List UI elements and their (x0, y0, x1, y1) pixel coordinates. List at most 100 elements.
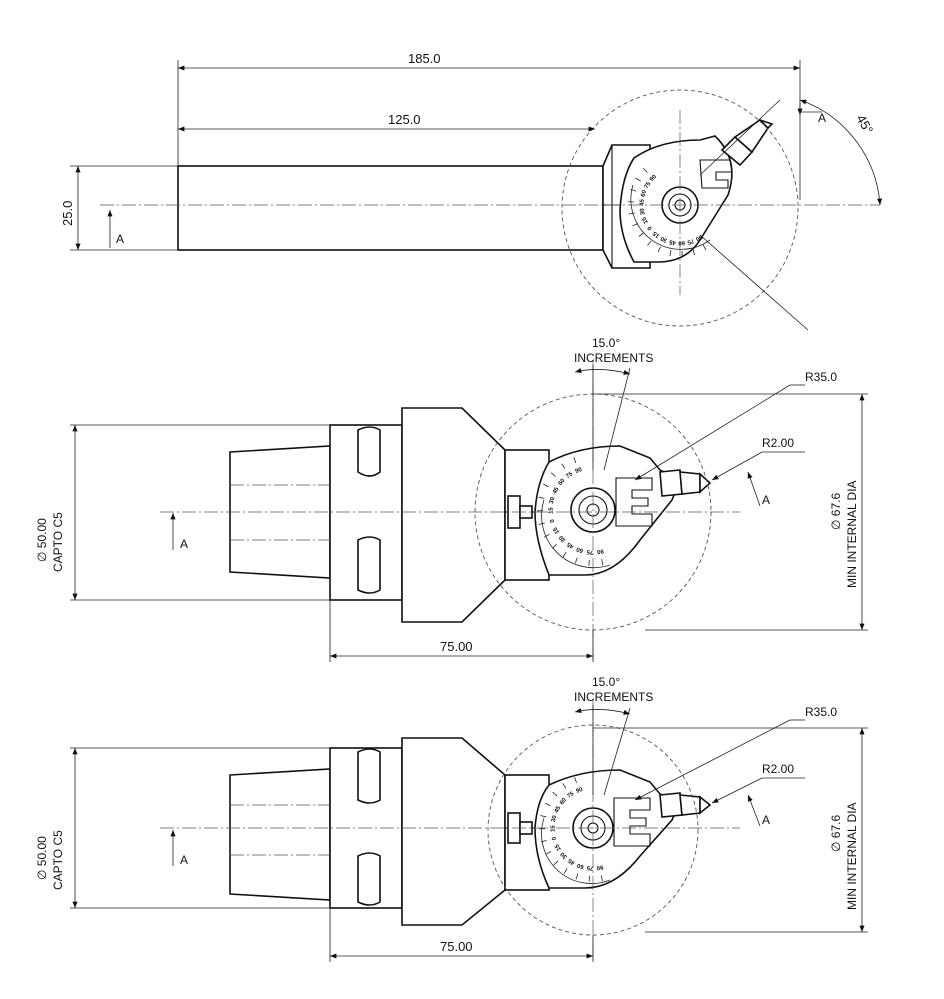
scale-tick (562, 783, 567, 789)
scale-tick (600, 875, 603, 882)
scale-label: 90 (575, 787, 584, 795)
scale-label: 30 (558, 533, 567, 542)
scale-label: 60 (640, 189, 648, 198)
scale-label: 15 (641, 215, 649, 224)
scale-label: 75 (586, 864, 594, 871)
scale-label: 75 (566, 791, 575, 800)
scale-tick (642, 167, 648, 173)
scale-label: 15 (551, 825, 557, 832)
scale-tick (573, 457, 577, 464)
bottom-radius-big: R35.0 (805, 705, 837, 719)
scale-tick (540, 815, 547, 818)
bottom-radius-small: R2.00 (762, 762, 794, 776)
scale-label: 45 (567, 857, 576, 866)
scale-label: 90 (575, 467, 584, 475)
scale-tick (545, 851, 552, 855)
scale-label: 15 (549, 507, 555, 514)
scale-tick (702, 244, 707, 251)
scale-label: 0 (647, 224, 654, 231)
middle-internal-label: MIN INTERNAL DIA (845, 480, 859, 588)
top-logo (699, 159, 733, 189)
bottom-section-a-right: A (762, 813, 770, 827)
scale-label: 90 (694, 233, 703, 242)
scale-tick (543, 483, 549, 488)
top-section-a-right: A (818, 111, 826, 125)
middle-length: 75.00 (440, 639, 473, 654)
middle-radius-small: R2.00 (762, 436, 794, 450)
scale-label: 75 (586, 548, 594, 555)
scale-label: 45 (552, 486, 561, 495)
scale-tick (657, 246, 661, 253)
scale-tick (544, 802, 551, 807)
scale-tick (575, 873, 579, 880)
scale-label: 30 (559, 850, 568, 859)
scale-tick (692, 249, 695, 256)
top-dim-shank: 125.0 (388, 112, 421, 127)
scale-tick (552, 791, 558, 797)
scale-label: 15 (652, 229, 661, 238)
scale-tick (630, 188, 637, 192)
scale-tick (647, 240, 652, 246)
scale-label: 60 (575, 545, 584, 553)
scale-label: 75 (686, 237, 695, 245)
scale-label: 0 (551, 835, 558, 840)
scale-tick (638, 232, 644, 237)
middle-increment-label: INCREMENTS (574, 351, 653, 365)
middle-radius-big: R35.0 (805, 370, 837, 384)
middle-section-a-left: A (180, 537, 188, 551)
top-dim-height: 25.0 (60, 201, 75, 226)
top-dim-overall: 185.0 (408, 51, 441, 66)
middle-section-a-right: A (762, 493, 770, 507)
scale-tick (553, 860, 559, 866)
scale-tick (632, 223, 639, 227)
middle-tool-bit (659, 469, 712, 497)
scale-label: 45 (554, 805, 563, 814)
scale-label: 30 (551, 814, 559, 823)
bottom-internal-label: MIN INTERNAL DIA (845, 802, 859, 910)
scale-label: 45 (668, 238, 676, 245)
scale-label: 60 (559, 797, 568, 806)
top-section-a-left: A (116, 232, 124, 246)
middle-logo (615, 477, 653, 527)
middle-dia-value: ∅ 50.00 (35, 518, 49, 562)
scale-label: 75 (644, 181, 653, 190)
scale-tick (601, 559, 604, 566)
scale-tick (575, 557, 578, 564)
scale-tick (538, 496, 545, 499)
scale-tick (543, 534, 550, 538)
bottom-rotating-plate (534, 769, 682, 889)
scale-tick (628, 212, 635, 215)
top-rotating-plate (619, 135, 733, 263)
scale-label: 0 (549, 518, 556, 523)
middle-body (401, 407, 506, 623)
scale-tick (550, 472, 556, 478)
scale-tick (574, 777, 577, 784)
bottom-section-a-left: A (180, 853, 188, 867)
scale-label: 45 (639, 198, 645, 206)
scale-tick (561, 463, 566, 469)
scale-label: 75 (565, 471, 574, 480)
bottom-capto-taper (229, 768, 331, 901)
bottom-logo (613, 797, 651, 847)
scale-label: 30 (659, 235, 668, 244)
bottom-internal-value: ∅ 67.6 (829, 815, 843, 852)
top-swing-circle (561, 89, 799, 327)
bottom-increment-label: INCREMENTS (574, 690, 653, 704)
scale-label: 30 (639, 207, 646, 215)
bottom-length: 75.00 (440, 939, 473, 954)
scale-label: 30 (549, 496, 557, 505)
scale-tick (551, 544, 557, 549)
scale-tick (635, 177, 641, 182)
scale-label: 60 (576, 861, 585, 869)
middle-dia-label: CAPTO C5 (51, 512, 65, 572)
middle-internal-value: ∅ 67.6 (829, 493, 843, 530)
scale-label: 15 (552, 525, 561, 534)
bottom-tool-bit (659, 792, 712, 818)
scale-label: 90 (649, 174, 658, 183)
scale-tick (538, 522, 545, 525)
scale-label: 15 (554, 842, 563, 851)
scale-label: 90 (596, 547, 604, 554)
